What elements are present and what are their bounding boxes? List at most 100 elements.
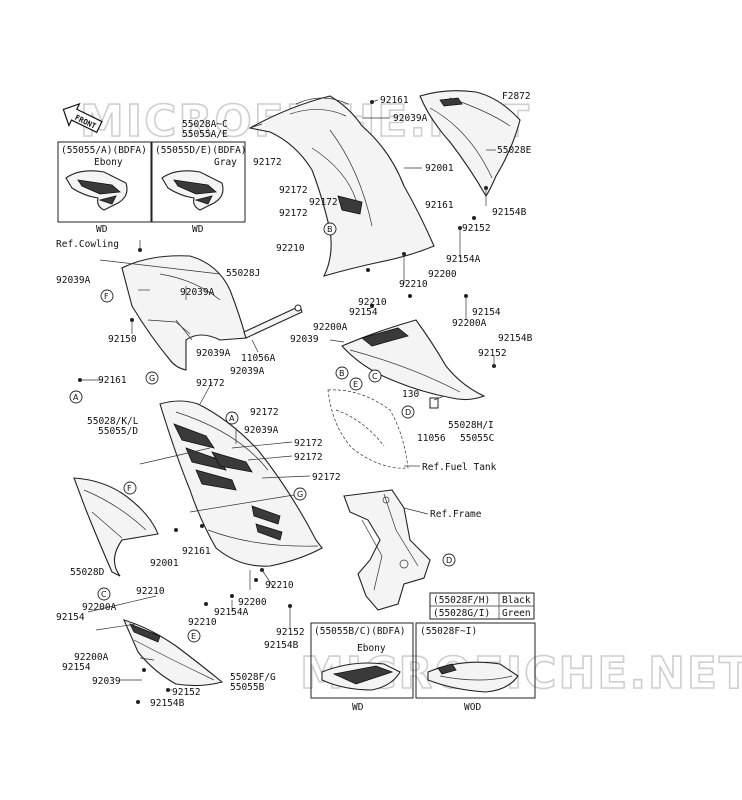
callout-label: 92039A: [196, 348, 231, 359]
callout-label: 92154: [56, 612, 85, 623]
inset-code: (55055D/E)(BDFA): [155, 145, 247, 156]
panel-55028J: [121, 255, 247, 371]
ref-frame-label: Ref.Frame: [430, 509, 482, 520]
callout-label: 55028/K/L: [87, 416, 139, 427]
callout-label: 55028H/I: [448, 420, 494, 431]
callout-label: 55028F/G: [230, 672, 276, 683]
ref-circle: C: [97, 587, 111, 601]
fuel-tank-ref: [327, 389, 409, 469]
ref-circle: D: [442, 553, 456, 567]
callout-label: 92200A: [74, 652, 109, 663]
inset-code: (55055B/C)(BDFA): [314, 626, 406, 637]
callout-label: 55055A/E: [182, 129, 228, 140]
callout-label: 92210: [276, 243, 305, 254]
inset-bottom-right: (55028F~I) WOD: [415, 622, 536, 713]
callout-label: 92210: [358, 297, 387, 308]
side-panel-55028E: [419, 90, 521, 198]
frame-ref: [343, 489, 431, 611]
callout-label: 92172: [309, 197, 338, 208]
callout-label: 92154B: [498, 333, 533, 344]
inset-bottom-left: (55055B/C)(BDFA) Ebony WD: [310, 622, 414, 713]
callout-label: 92154A: [446, 254, 481, 265]
inset-color: Gray: [214, 157, 237, 168]
svg-text:C: C: [101, 590, 107, 599]
main-side-fairing: [159, 400, 323, 567]
color-table-color: Green: [502, 608, 531, 619]
ref-circle: F: [123, 481, 137, 495]
callout-label: 92210: [399, 279, 428, 290]
callout-label: 92152: [478, 348, 507, 359]
bracket-11056A: [243, 304, 303, 339]
callout-label: 92172: [312, 472, 341, 483]
svg-text:C: C: [372, 372, 378, 381]
ref-circle: E: [349, 377, 363, 391]
callout-label: 92039A: [180, 287, 215, 298]
color-table: (55028F/H) Black (55028G/I) Green: [429, 592, 535, 620]
callout-label: 92001: [150, 558, 179, 569]
ref-circle: F: [100, 289, 114, 303]
color-table-part: (55028F/H): [433, 595, 490, 606]
color-table-color: Black: [502, 595, 531, 606]
callout-label: 11056A: [241, 353, 276, 364]
inset-top-right: (55055D/E)(BDFA) Gray WD: [151, 141, 247, 235]
callout-label: 92039: [290, 334, 319, 345]
inset-code: (55055/A)(BDFA): [61, 145, 147, 156]
callout-label: 92154: [62, 662, 91, 673]
callout-label: 92154B: [150, 698, 185, 709]
callout-label: 92172: [279, 185, 308, 196]
svg-text:D: D: [405, 408, 411, 417]
ref-circle: E: [187, 629, 201, 643]
callout-label: 92200A: [82, 602, 117, 613]
callout-label: 55055C: [460, 433, 494, 444]
callout-label: 92154B: [492, 207, 527, 218]
callout-label: 55028E: [497, 145, 532, 156]
callout-label: 92161: [98, 375, 127, 386]
callout-label: 55055/D: [98, 426, 138, 437]
leader-lines: [80, 99, 496, 691]
svg-text:A: A: [229, 414, 235, 423]
callout-label: 92172: [196, 378, 225, 389]
callout-label: 92200: [428, 269, 457, 280]
inset-region: WOD: [464, 702, 481, 713]
upper-cowl: [248, 95, 435, 277]
svg-text:E: E: [353, 380, 358, 389]
svg-text:F: F: [104, 292, 109, 301]
callout-label: 55028D: [70, 567, 105, 578]
callout-label: 92161: [380, 95, 409, 106]
ref-circle: B: [335, 366, 349, 380]
callout-label: 92161: [425, 200, 454, 211]
inset-top-left: (55055/A)(BDFA) Ebony WD: [57, 141, 152, 235]
callout-label: 92152: [172, 687, 201, 698]
callout-label: 92039A: [244, 425, 279, 436]
callout-label: 92200A: [452, 318, 487, 329]
cowl-55028H-I: [341, 319, 486, 401]
callout-label: 92154: [349, 307, 378, 318]
belly-pan-55028F-G: [123, 619, 224, 687]
callout-label: 92172: [294, 438, 323, 449]
svg-text:G: G: [149, 374, 155, 383]
ref-circle: A: [69, 390, 83, 404]
callout-label: 92150: [108, 334, 137, 345]
color-table-part: (55028G/I): [433, 608, 490, 619]
callout-label: 55028J: [226, 268, 260, 279]
callout-label: 92152: [276, 627, 305, 638]
callout-label: 92210: [265, 580, 294, 591]
svg-text:E: E: [191, 632, 196, 641]
callout-label: 92039: [92, 676, 121, 687]
ref-circle: B: [323, 222, 337, 236]
callout-label: 11056: [417, 433, 446, 444]
callout-label: 92172: [250, 407, 279, 418]
callout-label: 92172: [294, 452, 323, 463]
inset-color: Ebony: [357, 643, 386, 654]
ref-cowling-label: Ref.Cowling: [56, 239, 119, 250]
inset-region: WD: [352, 702, 364, 713]
inset-color: Ebony: [94, 157, 123, 168]
callout-labels: 92161 92039A 55028A~C 55055A/E 55028E 92…: [56, 95, 533, 709]
callout-label: 92154B: [264, 640, 299, 651]
callout-label: 130: [402, 389, 419, 400]
ref-circle: D: [401, 405, 415, 419]
callout-label: 92001: [425, 163, 454, 174]
callout-label: 92210: [136, 586, 165, 597]
callout-label: 92210: [188, 617, 217, 628]
